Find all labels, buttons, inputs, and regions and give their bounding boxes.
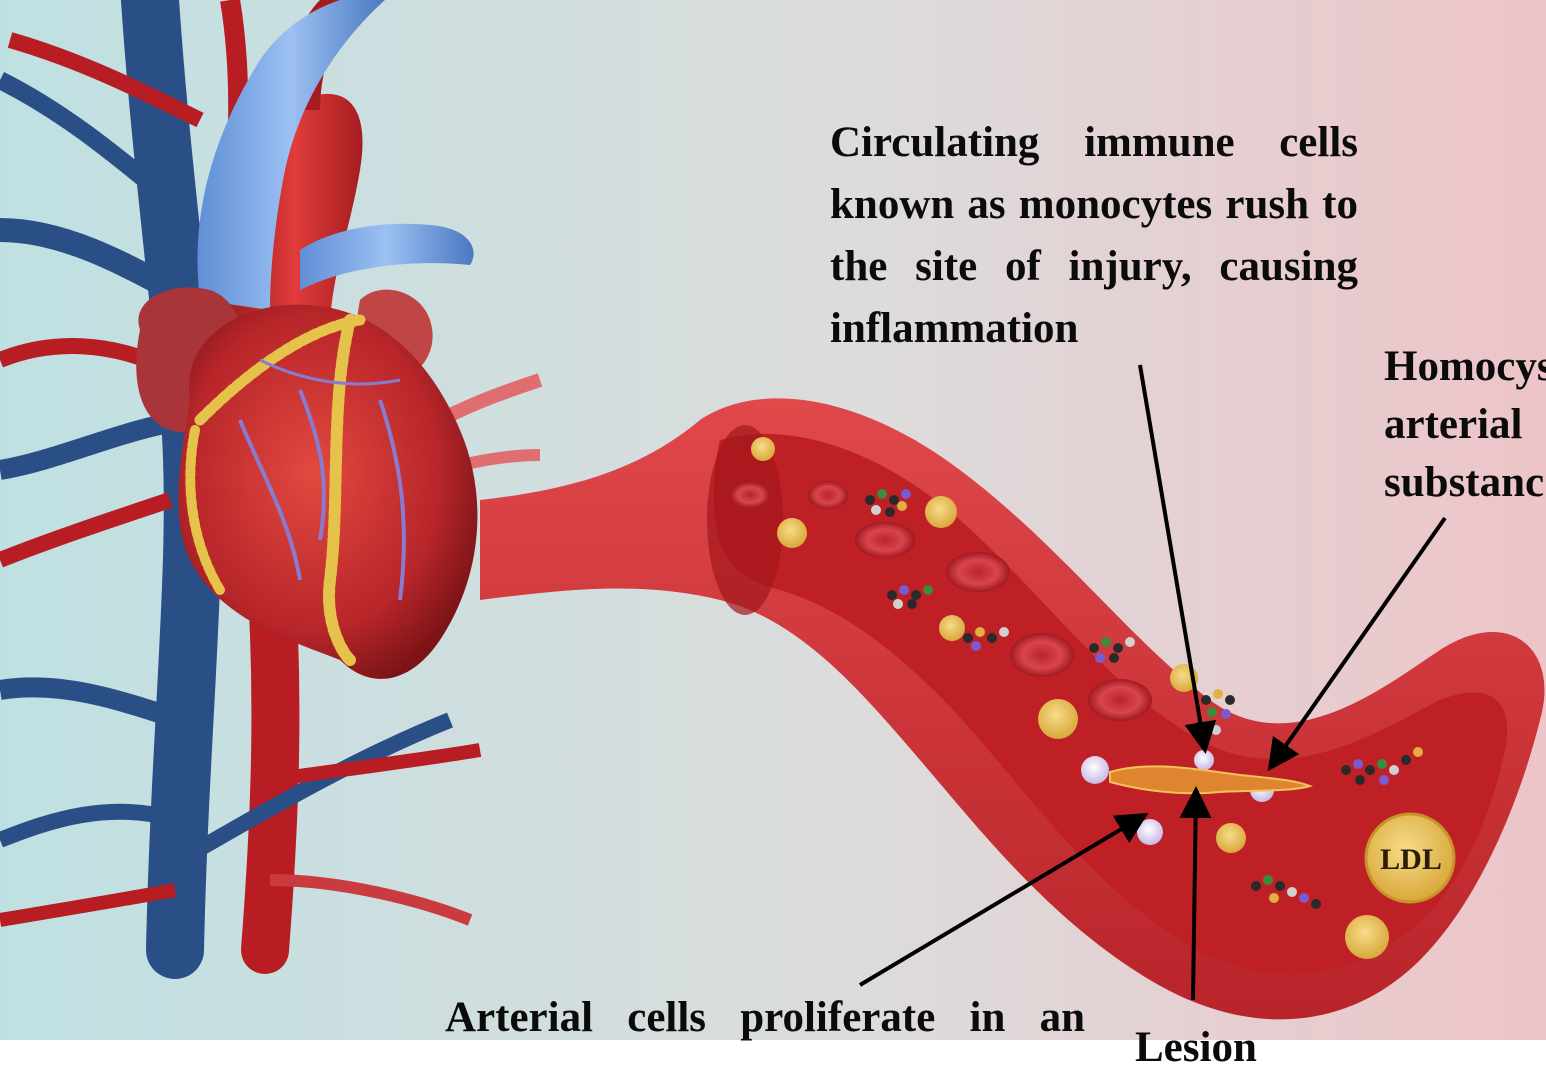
red-blood-cell-icon (1010, 633, 1074, 677)
ldl-particle-icon (777, 518, 807, 548)
caption-lesion: Lesion (1135, 1018, 1257, 1078)
caption-monocytes: Circulating immune cells known as monocy… (830, 112, 1358, 360)
monocyte-icon (1081, 756, 1109, 784)
red-blood-cell-icon (730, 482, 770, 508)
ldl-label: LDL (1372, 843, 1450, 877)
ldl-particle-icon (1345, 915, 1389, 959)
caption-homocysteine-line: substanc (1384, 454, 1546, 512)
ldl-particle-icon (751, 437, 775, 461)
ldl-particle-icon (1038, 699, 1078, 739)
caption-homocysteine-line: Homocys (1384, 338, 1546, 396)
monocyte-icon (1137, 819, 1163, 845)
monocyte-icon (1194, 750, 1214, 770)
caption-arterial-proliferation: Arterial cells proliferate in an (445, 988, 1085, 1048)
ldl-particle-icon (1216, 823, 1246, 853)
caption-homocysteine-line: arterial (1384, 396, 1546, 454)
ldl-particle-icon (925, 496, 957, 528)
red-blood-cell-icon (808, 481, 848, 509)
caption-homocysteine: Homocys arterial substanc (1384, 338, 1546, 512)
ldl-particle-icon (939, 615, 965, 641)
red-blood-cell-icon (1088, 679, 1152, 721)
red-blood-cell-icon (855, 522, 915, 558)
red-blood-cell-icon (946, 552, 1010, 592)
